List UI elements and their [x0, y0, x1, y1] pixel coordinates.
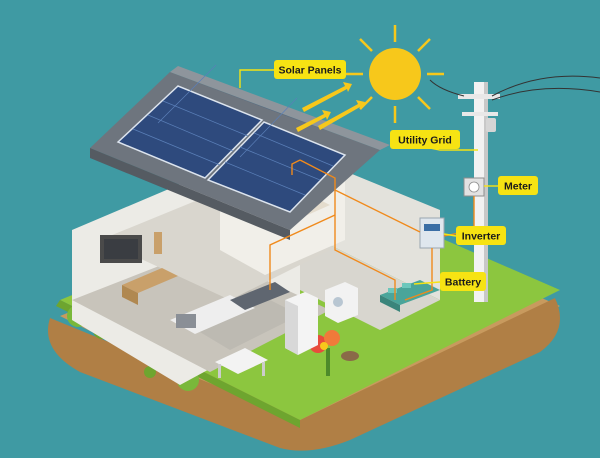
callout-label-meter: Meter — [504, 181, 532, 193]
house — [72, 150, 445, 385]
callout-box — [390, 130, 460, 149]
solar-panel-icon — [116, 64, 347, 213]
rock-icon — [341, 351, 359, 361]
callout-battery: Battery — [440, 272, 486, 291]
callout-label-battery: Battery — [445, 277, 481, 289]
roof — [90, 64, 390, 240]
sun-icon — [346, 25, 444, 123]
callout-box — [274, 60, 346, 79]
callout-box — [456, 226, 506, 245]
callout-inverter: Inverter — [456, 226, 506, 245]
utility-pole-icon — [429, 75, 600, 302]
callout-label-utility-grid: Utility Grid — [398, 135, 452, 147]
callout-label-inverter: Inverter — [462, 231, 501, 243]
inverter-icon — [419, 217, 445, 249]
callout-utility-grid: Utility Grid — [390, 130, 460, 149]
callout-label-solar-panels: Solar Panels — [278, 65, 341, 77]
callout-box — [440, 272, 486, 291]
sunlight-arrows — [296, 82, 365, 132]
callout-box — [498, 176, 538, 195]
meter-icon — [463, 177, 485, 197]
callout-meter: Meter — [498, 176, 538, 195]
callout-solar-panels: Solar Panels — [274, 60, 346, 79]
